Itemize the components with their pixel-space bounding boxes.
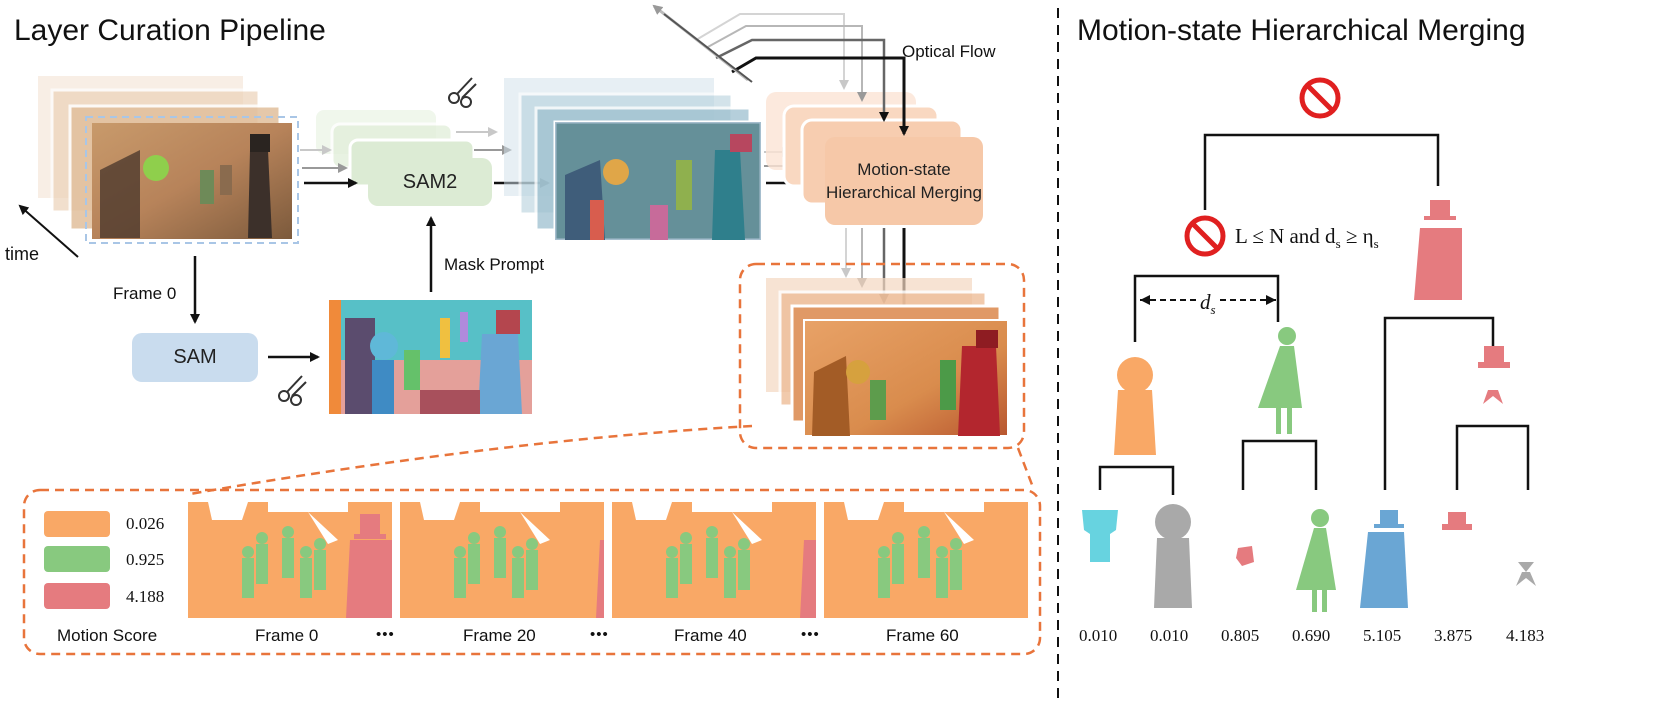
ellipsis-1: ••• [590,626,609,643]
segmented-frame-stack [504,78,763,242]
optical-flow-label: Optical Flow [902,42,996,61]
leaf-cyan-silhouette [1082,510,1118,562]
zoom-line-left [189,424,753,496]
legend-value-0: 0.026 [126,514,165,533]
leaf-gray-silhouette [1154,504,1192,608]
motion-score-panel [22,488,1042,656]
legend-swatch-0 [44,511,110,537]
mask-prompt-label: Mask Prompt [444,255,545,274]
leaf-gray-bow-silhouette [1516,562,1536,586]
sam-box: SAM [132,333,258,382]
tree-score-3: 0.690 [1292,626,1331,645]
frame-thumbnail [400,502,604,618]
tree-score-2: 0.805 [1221,626,1260,645]
merging-box: Motion-state Hierarchical Merging [825,137,983,225]
leaf-green-silhouette [1296,509,1336,612]
tree-score-5: 3.875 [1434,626,1473,645]
frame-label-2: Frame 40 [674,626,747,645]
bottom-frames [188,502,1028,618]
scissors-icon [278,375,307,406]
tree-score-6: 4.183 [1506,626,1545,645]
frame-thumbnail [612,502,816,618]
zoom-line-right [1016,447,1036,491]
frame-thumbnail [188,502,392,618]
merge-tree [1098,133,1530,495]
forbidden-icon [1184,215,1226,257]
frame-label-1: Frame 20 [463,626,536,645]
merge-condition: L ≤ N and ds ≥ ηs [1235,224,1379,252]
ds-label: ds [1198,290,1218,319]
mask-image [329,300,532,414]
legend-swatch-1 [44,546,110,572]
ellipsis-2: ••• [801,626,820,643]
node-orange-girl-silhouette [1114,357,1156,455]
tree-score-1: 0.010 [1150,626,1189,645]
tree-score-0: 0.010 [1079,626,1118,645]
optical-flow-arrows [652,4,909,136]
tree-score-4: 5.105 [1363,626,1402,645]
output-frame-stack [766,278,1009,437]
frame0-label: Frame 0 [113,284,177,303]
time-arrow [18,204,79,258]
legend-swatch-2 [44,583,110,609]
left-title: Layer Curation Pipeline [14,14,326,47]
input-frame-stack [38,76,299,244]
motion-score-label: Motion Score [57,626,158,645]
sam2-box: SAM2 [368,158,492,206]
right-title: Motion-state Hierarchical Merging [1077,14,1526,47]
node-green-girl-silhouette [1258,327,1302,434]
scissors-icon [448,77,477,108]
frame-label-3: Frame 60 [886,626,959,645]
legend-value-1: 0.925 [126,550,165,569]
node-red-hat-silhouette [1478,346,1510,404]
time-label: time [5,244,40,264]
node-red-man-silhouette [1414,200,1462,300]
leaf-red-small-silhouette [1236,546,1254,566]
legend-value-2: 4.188 [126,587,165,606]
frame-label-0: Frame 0 [255,626,319,645]
frame-thumbnail [824,502,1028,618]
forbidden-icon [1299,77,1341,119]
output-highlight-box [738,262,1026,450]
leaf-red-hat-silhouette [1442,512,1472,530]
leaf-blue-man-silhouette [1360,510,1408,608]
ellipsis-0: ••• [376,626,395,643]
